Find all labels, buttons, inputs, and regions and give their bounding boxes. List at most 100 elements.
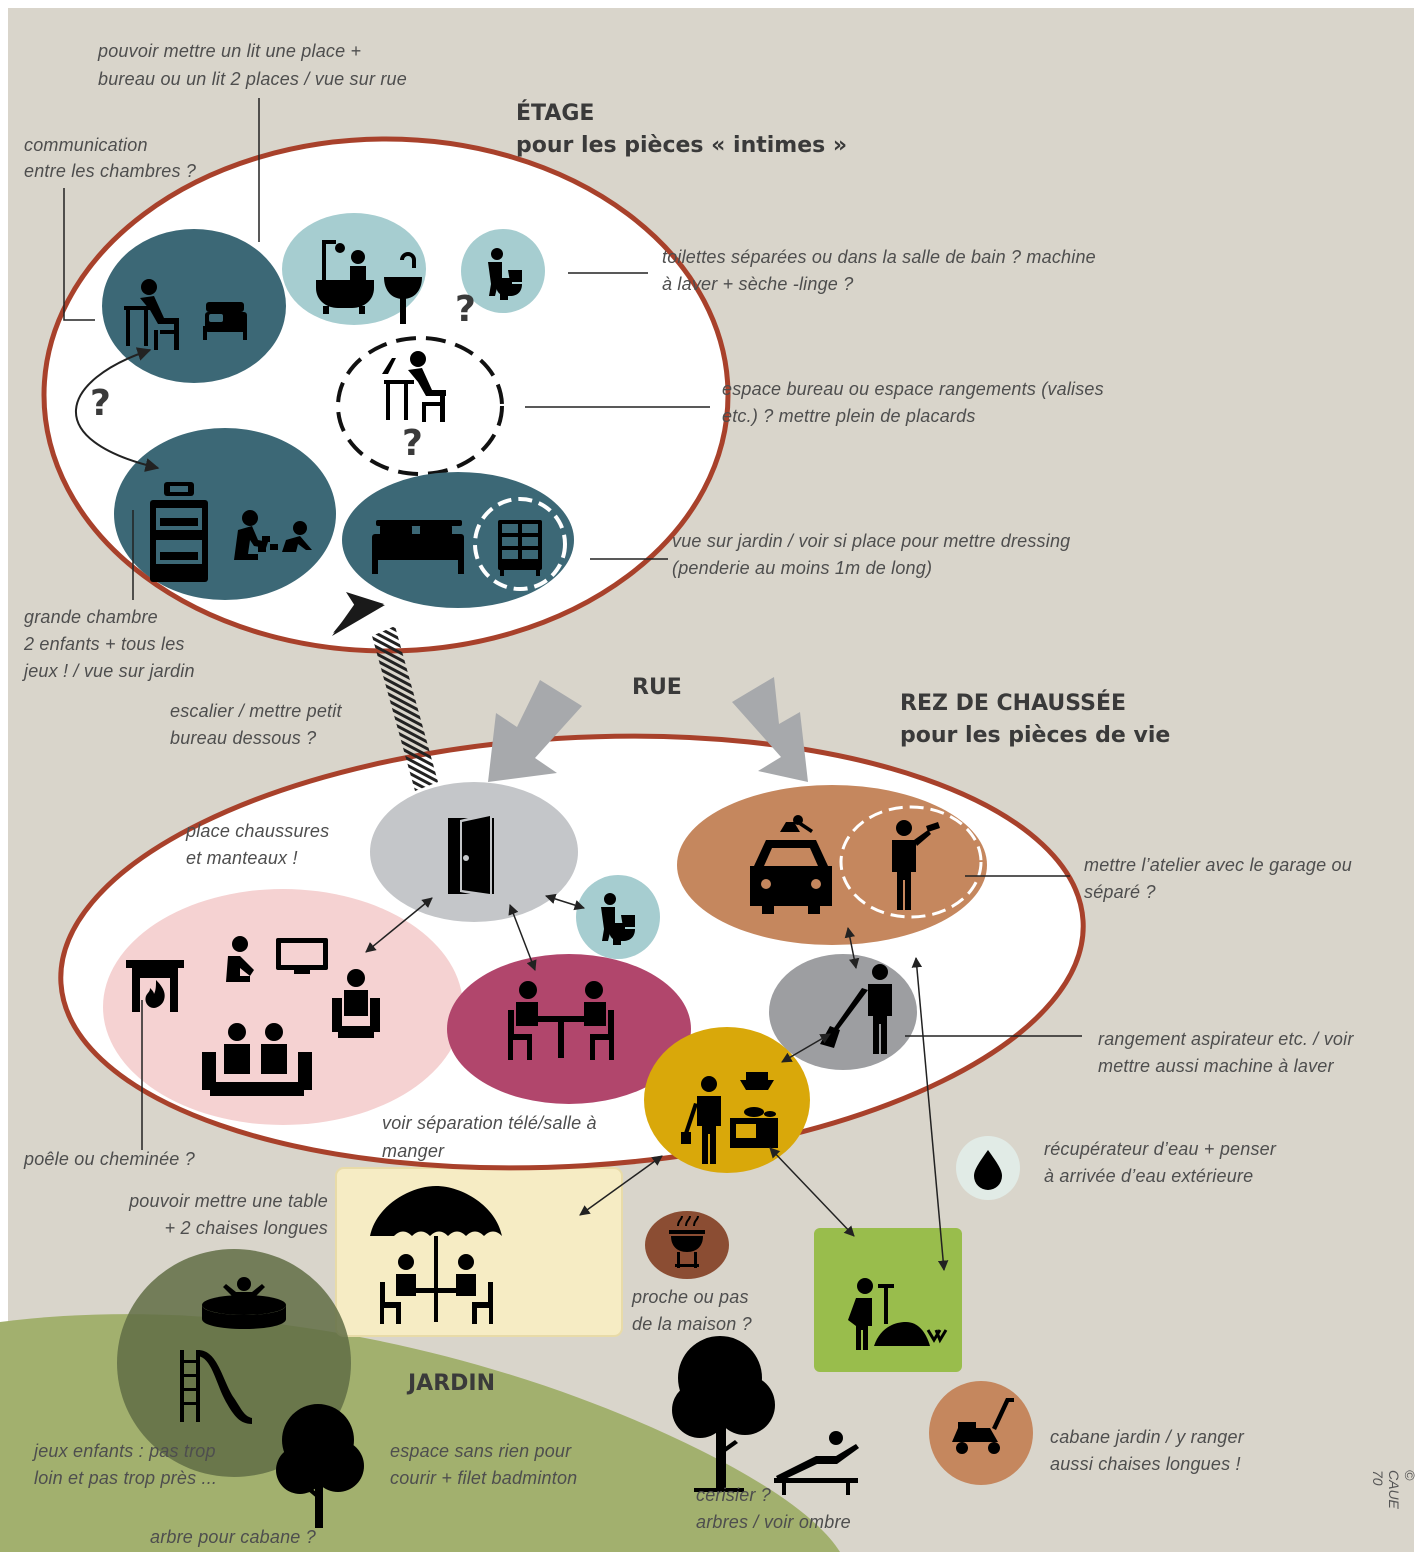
note-tree-house: arbre pour cabane ? xyxy=(150,1527,316,1547)
parasol-table-icon xyxy=(370,1186,502,1324)
garage-workshop xyxy=(677,785,987,945)
tree-icon xyxy=(276,1404,364,1528)
bunk-bed-icon xyxy=(150,482,208,582)
garden-label: JARDIN xyxy=(408,1371,496,1396)
note-shed-line1: cabane jardin / y ranger xyxy=(1050,1427,1244,1447)
note-bbq-line2: de la maison ? xyxy=(632,1314,752,1334)
toilet-icon xyxy=(601,893,635,945)
note-communication-line1: communication xyxy=(24,135,148,155)
note-vacuum-line1: rangement aspirateur etc. / voir xyxy=(1098,1029,1354,1049)
note-office-line1: espace bureau ou espace rangements (vali… xyxy=(722,379,1104,399)
communication-arrow xyxy=(75,347,160,472)
note-separation-line2: manger xyxy=(382,1141,445,1161)
deckchair-icon xyxy=(774,1431,859,1495)
note-run-line2: courir + filet badminton xyxy=(390,1468,578,1488)
sofa-icon xyxy=(202,1023,312,1096)
pool-icon xyxy=(202,1277,286,1329)
fireplace-icon xyxy=(126,960,184,1012)
bedroom-1 xyxy=(102,229,286,383)
note-staircase-line1: escalier / mettre petit xyxy=(170,701,342,721)
cherry-tree xyxy=(672,1336,775,1492)
tree-cabane xyxy=(276,1404,364,1528)
dining-table-icon xyxy=(508,981,614,1060)
deckchair xyxy=(774,1431,859,1495)
water-collector xyxy=(956,1136,1020,1200)
upstairs-subtitle: pour les pièces « intimes » xyxy=(516,133,848,158)
kitchen xyxy=(644,1027,810,1173)
master-bedroom xyxy=(342,472,574,608)
copyright-credit: © CAUE 70 xyxy=(1370,1470,1418,1509)
question-mark-toilet: ? xyxy=(455,289,476,330)
car-icon xyxy=(750,815,832,914)
entrance-hall xyxy=(370,782,578,922)
note-workshop-line1: mettre l’atelier avec le garage ou xyxy=(1084,855,1352,875)
slide-icon xyxy=(180,1350,252,1424)
tree-icon xyxy=(672,1336,775,1492)
terrace xyxy=(370,1186,502,1324)
ground-floor-title: REZ DE CHAUSSÉE xyxy=(900,691,1127,716)
note-toilets-line1: toilettes séparées ou dans la salle de b… xyxy=(662,247,1096,267)
ground-floor-subtitle: pour les pièces de vie xyxy=(900,723,1171,748)
wardrobe-icon xyxy=(498,520,542,576)
note-bbq-line1: proche ou pas xyxy=(632,1287,749,1307)
note-separation-line1: voir séparation télé/salle à xyxy=(382,1113,597,1133)
note-play-line2: loin et pas trop près ... xyxy=(34,1468,218,1488)
garden-shed xyxy=(814,1228,962,1372)
question-mark-office: ? xyxy=(402,423,423,464)
question-mark-communication: ? xyxy=(90,383,111,424)
note-water-line2: à arrivée d’eau extérieure xyxy=(1044,1166,1254,1186)
note-water-line1: récupérateur d’eau + penser xyxy=(1044,1139,1277,1159)
desk-person-icon xyxy=(124,279,179,350)
lawnmower-icon xyxy=(952,1398,1014,1454)
street-label: RUE xyxy=(632,675,682,700)
dining-room xyxy=(447,954,691,1104)
note-cherry-line2: arbres / voir ombre xyxy=(696,1512,851,1532)
shower-bath-icon xyxy=(316,240,374,314)
door-icon xyxy=(448,812,494,898)
barbecue-icon xyxy=(669,1215,705,1268)
kid-tv-icon xyxy=(226,936,328,982)
kids-bedroom xyxy=(114,428,336,600)
note-office-line2: etc.) ? mettre plein de placards xyxy=(722,406,976,426)
desk-person-icon xyxy=(382,351,446,422)
note-bed-line2: bureau ou un lit 2 places / vue sur rue xyxy=(98,69,407,89)
note-shoes-line2: et manteaux ! xyxy=(186,848,298,868)
utility-storage-room xyxy=(769,954,917,1070)
lawnmower xyxy=(929,1381,1033,1485)
cook-icon xyxy=(681,1072,778,1164)
gardener-icon xyxy=(848,1278,948,1350)
water-drop-icon xyxy=(974,1150,1002,1190)
note-stove: poêle ou cheminée ? xyxy=(24,1149,195,1169)
note-table-line1: pouvoir mettre une table xyxy=(129,1191,328,1211)
toilet-icon xyxy=(488,248,522,300)
note-table-line2: + 2 chaises longues xyxy=(164,1218,328,1238)
upstairs-title: ÉTAGE xyxy=(516,101,595,126)
barbecue xyxy=(645,1211,729,1279)
street-arrow-right xyxy=(732,677,808,782)
living-room xyxy=(103,889,463,1125)
leader-lines-upstairs xyxy=(63,98,710,600)
bathroom xyxy=(282,213,426,325)
note-vacuum-line2: mettre aussi machine à laver xyxy=(1098,1056,1334,1076)
note-kids-room-line1: grande chambre xyxy=(24,607,158,627)
broom-person-icon xyxy=(820,964,892,1054)
toilet-upstairs xyxy=(461,229,545,313)
note-staircase-line2: bureau dessous ? xyxy=(170,728,317,748)
note-run-line1: espace sans rien pour xyxy=(390,1441,572,1461)
terrace-area xyxy=(335,1167,623,1337)
sink-icon xyxy=(384,252,422,324)
note-kids-room-line3: jeux ! / vue sur jardin xyxy=(24,661,195,681)
handyman-icon xyxy=(892,820,940,910)
note-communication-line2: entre les chambres ? xyxy=(24,161,197,181)
street-arrow-left xyxy=(488,680,582,782)
utility-cleaning-room xyxy=(769,656,917,772)
note-bed-line1: pouvoir mettre un lit une place + xyxy=(98,41,362,61)
note-toilets-line2: à laver + sèche -linge ? xyxy=(662,274,854,294)
note-workshop-line2: séparé ? xyxy=(1084,882,1156,902)
bed-icon xyxy=(203,302,247,340)
double-bed-icon xyxy=(372,520,464,574)
note-cherry-line1: cerisier ? xyxy=(696,1485,772,1505)
note-shed-line2: aussi chaises longues ! xyxy=(1050,1454,1241,1474)
